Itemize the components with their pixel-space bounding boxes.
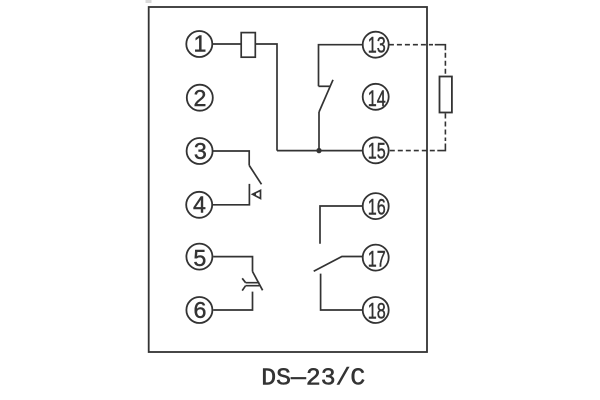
svg-text:1: 1 [194, 31, 207, 57]
svg-text:18: 18 [368, 298, 386, 323]
svg-text:2: 2 [194, 85, 207, 111]
svg-text:6: 6 [194, 297, 207, 323]
svg-text:16: 16 [368, 195, 386, 220]
svg-text:4: 4 [193, 192, 206, 218]
svg-text:15: 15 [368, 138, 386, 163]
svg-text:5: 5 [193, 245, 206, 271]
svg-text:17: 17 [368, 246, 386, 271]
svg-text:3: 3 [194, 138, 207, 164]
svg-text:14: 14 [368, 86, 386, 111]
svg-text:DS—23/C: DS—23/C [261, 365, 365, 392]
svg-text:13: 13 [368, 32, 386, 57]
